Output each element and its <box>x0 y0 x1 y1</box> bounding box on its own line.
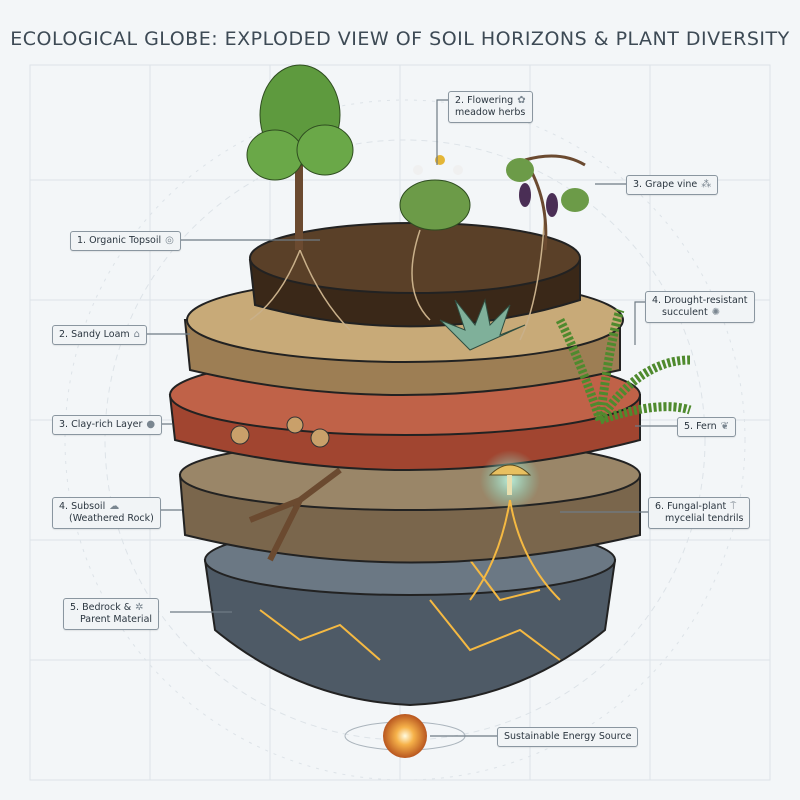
label-clay-rich-layer: 3. Clay-rich Layer● <box>52 415 163 435</box>
succulent <box>439 298 526 351</box>
label-text: 4. Drought-resistant <box>652 295 748 306</box>
fern-icon: ❦ <box>720 421 730 432</box>
label-text: meadow herbs <box>455 107 526 118</box>
label-flowering-herbs: 2. Flowering✿meadow herbs <box>448 91 533 123</box>
droplet-icon: ● <box>146 419 156 430</box>
label-text: 2. Sandy Loam <box>59 329 130 340</box>
topsoil-layer <box>248 209 581 341</box>
mushroom-icon: ⍑ <box>730 501 737 512</box>
label-fungal-plant: 6. Fungal-plant⍑mycelial tendrils <box>648 497 751 529</box>
succulent-icon: ✺ <box>711 307 721 318</box>
leader-lines <box>147 99 677 737</box>
microbe-icon: ◎ <box>165 235 174 246</box>
page-title: ECOLOGICAL GLOBE: EXPLODED VIEW OF SOIL … <box>10 28 790 50</box>
grape-vine <box>506 154 589 251</box>
label-text: 3. Clay-rich Layer <box>59 419 143 430</box>
label-text: 3. Grape vine <box>633 179 698 190</box>
label-text: 2. Flowering <box>455 95 514 106</box>
label-sandy-loam: 2. Sandy Loam⌂ <box>52 325 148 345</box>
label-text: 5. Bedrock & <box>70 602 132 613</box>
label-text: Parent Material <box>80 614 153 625</box>
label-energy-source: Sustainable Energy Source <box>497 727 639 747</box>
label-text: 5. Fern <box>684 421 717 432</box>
label-bedrock: 5. Bedrock &✲Parent Material <box>63 598 160 630</box>
label-grape-vine: 3. Grape vine⁂ <box>626 175 719 195</box>
glowing-mushroom <box>469 450 561 601</box>
sand-pile-icon: ⌂ <box>133 329 141 340</box>
tree <box>246 64 354 250</box>
grapes-icon: ⁂ <box>701 179 712 190</box>
fern <box>555 308 692 425</box>
label-organic-topsoil: 1. Organic Topsoil◎ <box>70 231 181 251</box>
label-text: 6. Fungal-plant <box>655 501 727 512</box>
flower-icon: ✿ <box>517 95 526 106</box>
label-text: (Weathered Rock) <box>69 513 154 524</box>
label-subsoil: 4. Subsoil☁(Weathered Rock) <box>52 497 161 529</box>
label-text: mycelial tendrils <box>665 513 744 524</box>
rocks-icon: ☁ <box>109 501 120 512</box>
meadow-herbs <box>399 155 471 231</box>
cracked-rock-icon: ✲ <box>135 602 144 613</box>
label-text: 1. Organic Topsoil <box>77 235 162 246</box>
label-text: 4. Subsoil <box>59 501 106 512</box>
label-text: succulent <box>662 307 708 318</box>
label-fern: 5. Fern❦ <box>677 417 737 437</box>
